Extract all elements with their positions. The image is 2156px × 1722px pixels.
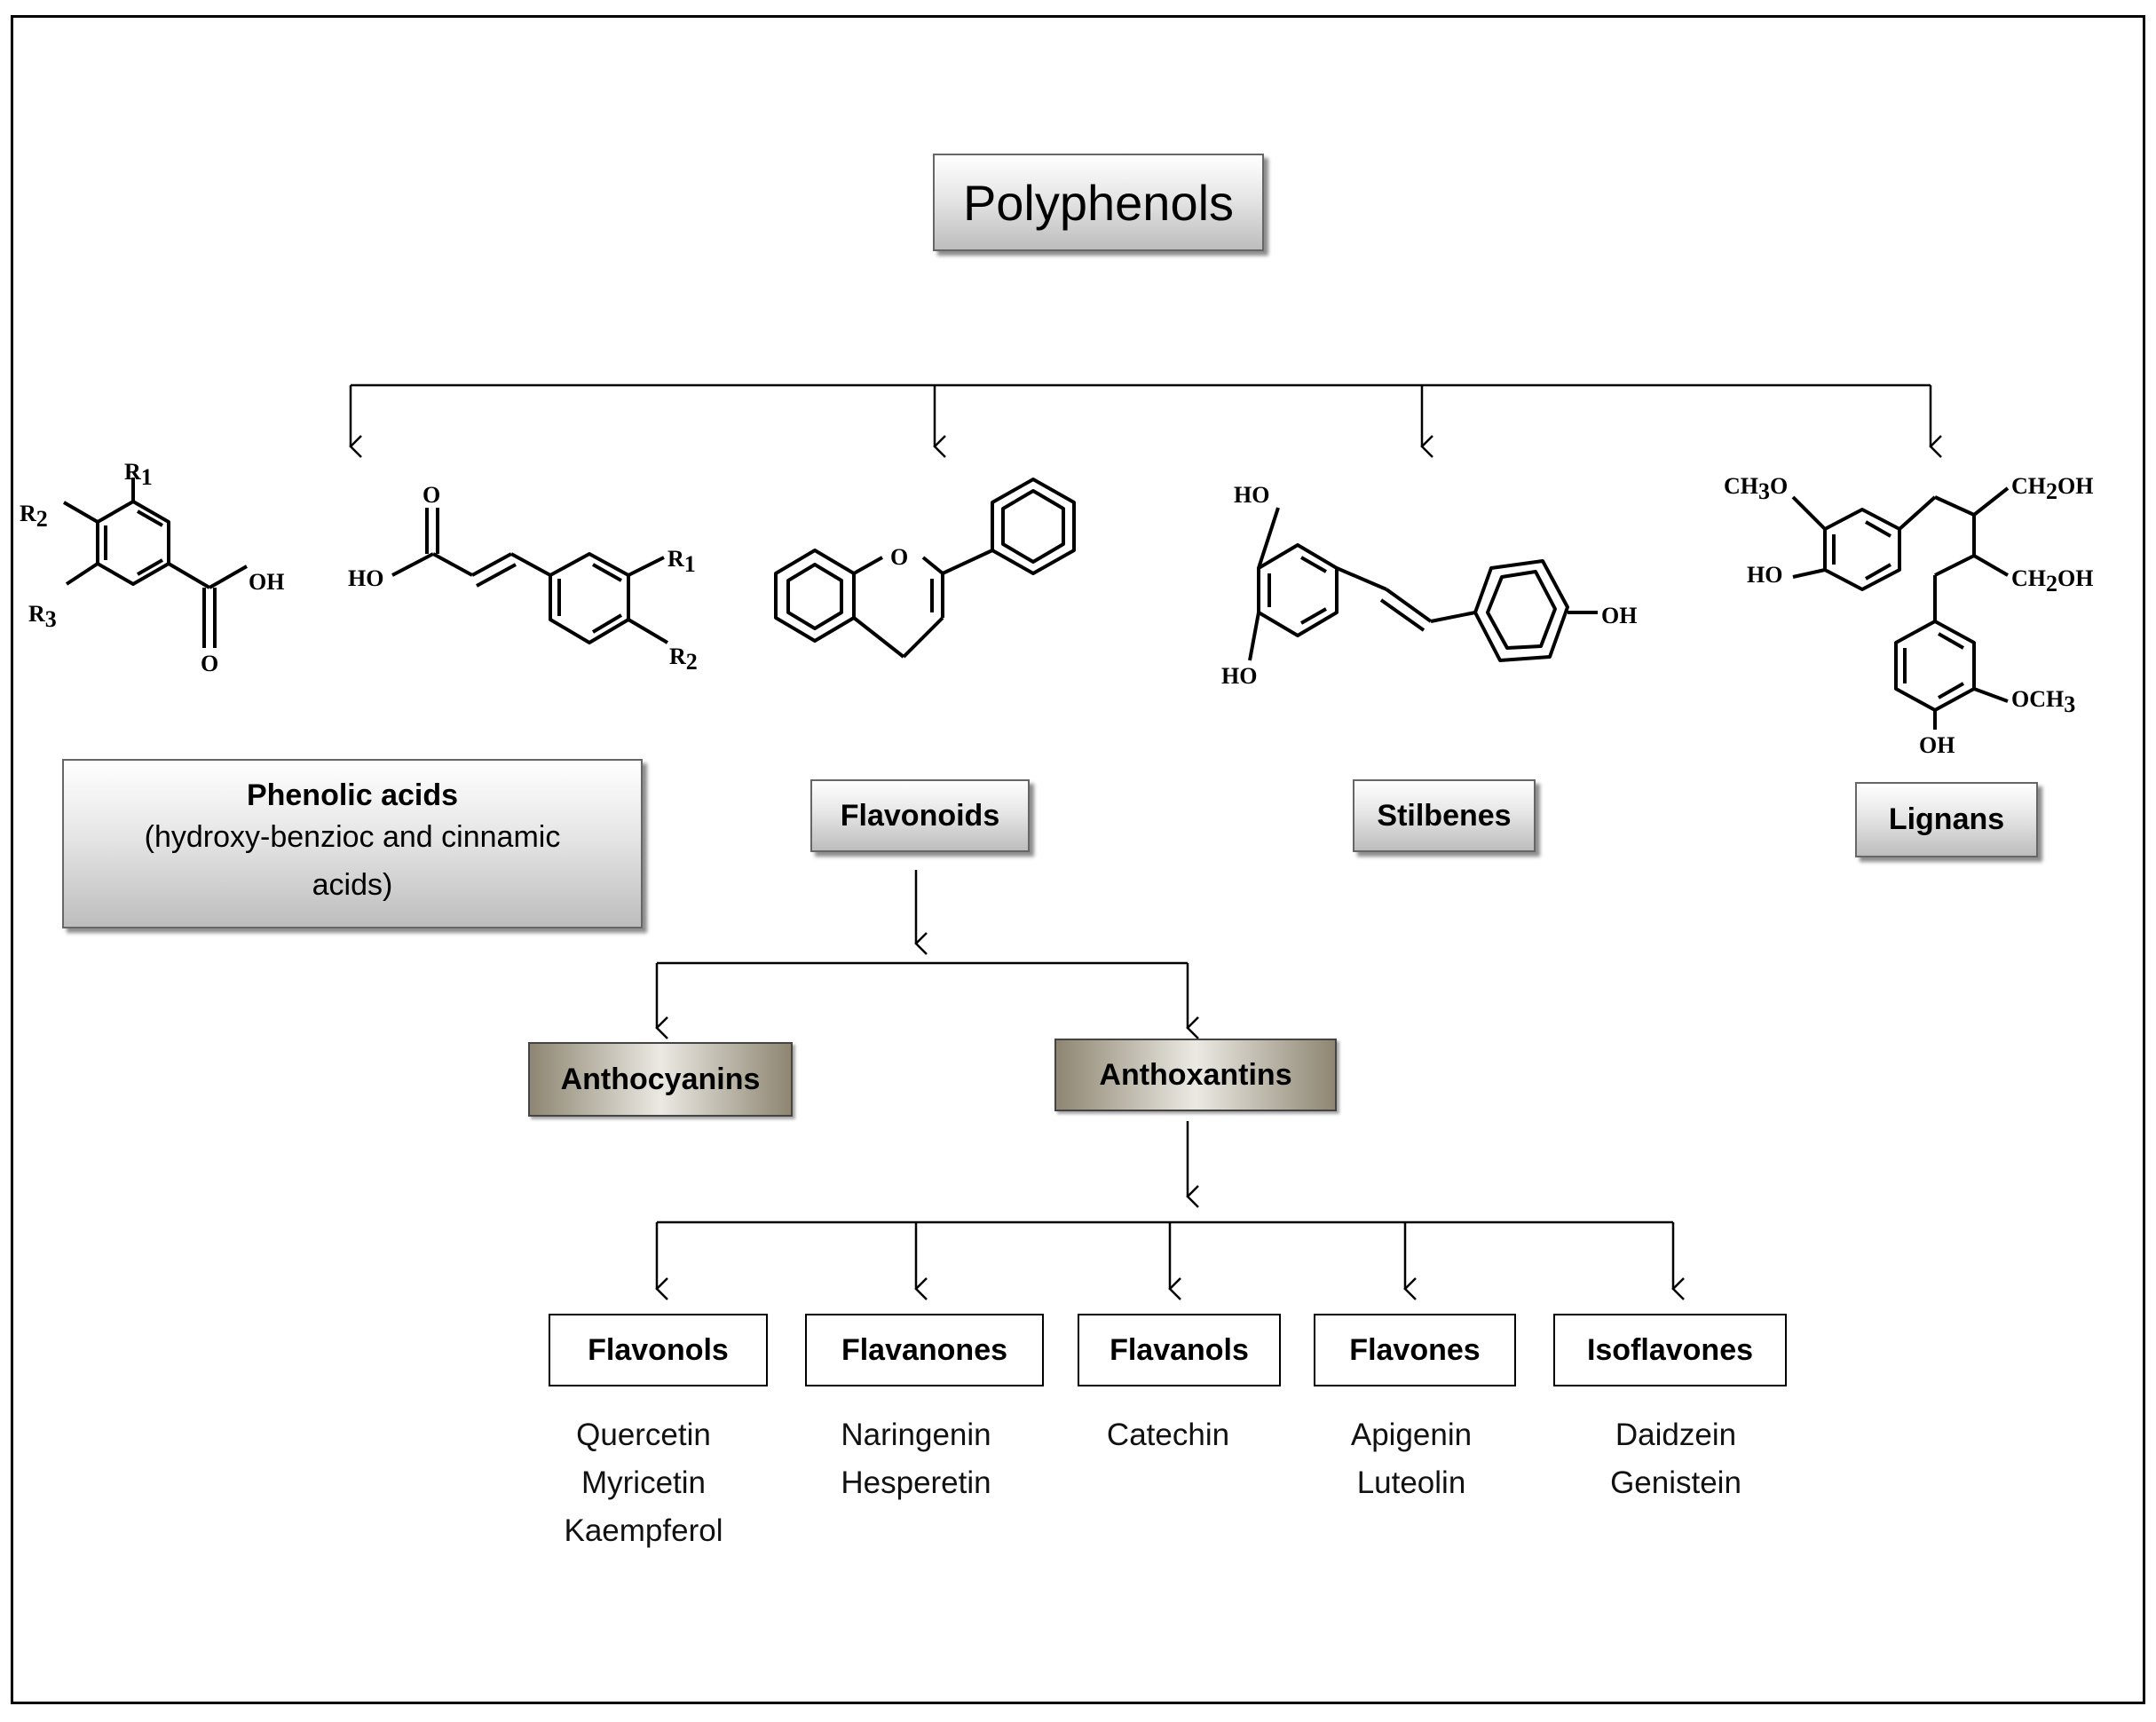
stilbene-oh: OH: [1601, 603, 1637, 628]
flavanones-box: Flavanones: [805, 1314, 1044, 1386]
benzoic-oh: OH: [249, 569, 284, 595]
example-apigenin: Apigenin: [1350, 1418, 1473, 1452]
stilbenes-label: Stilbenes: [1377, 798, 1512, 833]
flavanones-label: Flavanones: [841, 1332, 1008, 1367]
stilbenes-box: Stilbenes: [1353, 779, 1536, 852]
svg-text:CH2OH: CH2OH: [2011, 565, 2093, 596]
flavones-box: Flavones: [1314, 1314, 1516, 1386]
benzoic-acid-structure: R1 R2 R3 OH O: [20, 459, 284, 676]
svg-text:CH2OH: CH2OH: [2011, 473, 2093, 504]
anthocyanins-box: Anthocyanins: [528, 1042, 793, 1117]
flavones-examples: Apigenin Luteolin: [1300, 1411, 1522, 1507]
flavanols-box: Flavanols: [1078, 1314, 1281, 1386]
lignan-structure: CH3O HO CH2OH CH2OH OCH3 OH: [1724, 473, 2093, 758]
root-label: Polyphenols: [962, 174, 1235, 231]
isoflavones-examples: Daidzein Genistein: [1565, 1411, 1787, 1507]
phenolic-acids-label: Phenolic acids: [246, 778, 459, 812]
lignans-label: Lignans: [1888, 802, 2005, 836]
example-naringenin: Naringenin: [841, 1418, 991, 1452]
svg-text:CH3O: CH3O: [1724, 473, 1788, 504]
lignan-oh: OH: [1919, 732, 1955, 758]
isoflavones-label: Isoflavones: [1586, 1332, 1754, 1367]
anthoxantins-label: Anthoxantins: [1099, 1057, 1292, 1092]
phenolic-acids-description: (hydroxy-benzioc and cinnamic acids): [144, 820, 561, 902]
benzoic-r1: R: [124, 459, 141, 485]
anthoxantins-box: Anthoxantins: [1054, 1039, 1337, 1111]
svg-text:R1: R1: [667, 546, 696, 577]
lignan-ho: HO: [1747, 562, 1782, 588]
svg-text:R3: R3: [28, 601, 57, 632]
flavanones-examples: Naringenin Hesperetin: [805, 1411, 1027, 1507]
flavonols-box: Flavonols: [549, 1314, 768, 1386]
phenolic-acids-box: Phenolic acids (hydroxy-benzioc and cinn…: [62, 759, 643, 928]
anthoxantins-connector: [655, 1121, 1685, 1300]
flavanols-label: Flavanols: [1110, 1332, 1249, 1367]
example-kaempferol: Kaempferol: [564, 1513, 723, 1548]
svg-text:OCH3: OCH3: [2011, 686, 2075, 717]
lignans-box: Lignans: [1855, 782, 2038, 857]
root-polyphenols-box: Polyphenols: [933, 154, 1264, 251]
cinnamic-o: O: [423, 482, 440, 508]
example-daidzein: Daidzein: [1615, 1418, 1737, 1452]
stilbene-ho-top: HO: [1234, 482, 1269, 508]
anthocyanins-label: Anthocyanins: [560, 1062, 761, 1096]
flavonoid-structure: O: [774, 478, 1076, 659]
flavonoids-box: Flavonoids: [810, 779, 1030, 852]
example-quercetin: Quercetin: [576, 1418, 711, 1452]
top-connector: [349, 383, 1942, 458]
svg-text:R1: R1: [124, 459, 153, 490]
flavonoid-connector: [655, 870, 1199, 1039]
flavonols-label: Flavonols: [588, 1332, 729, 1367]
cinnamic-ho: HO: [348, 565, 383, 591]
svg-text:R2: R2: [669, 644, 698, 675]
isoflavones-box: Isoflavones: [1553, 1314, 1787, 1386]
flavones-label: Flavones: [1349, 1332, 1481, 1367]
example-myricetin: Myricetin: [580, 1465, 707, 1500]
flavonols-examples: Quercetin Myricetin Kaempferol: [533, 1411, 754, 1555]
flavonoid-o: O: [890, 544, 908, 570]
diagram-frame: [11, 15, 2145, 1704]
flavanols-examples: Catechin: [1057, 1411, 1279, 1459]
stilbene-structure: HO HO OH: [1221, 482, 1637, 689]
example-hesperetin: Hesperetin: [841, 1465, 991, 1500]
cinnamic-acid-structure: HO O R1 R2: [348, 482, 698, 675]
flavonoids-label: Flavonoids: [840, 798, 1000, 833]
example-catechin: Catechin: [1106, 1418, 1230, 1452]
example-luteolin: Luteolin: [1356, 1465, 1466, 1500]
example-genistein: Genistein: [1610, 1465, 1741, 1500]
svg-text:R2: R2: [20, 501, 48, 532]
stilbene-ho-bottom: HO: [1221, 663, 1257, 689]
benzoic-o: O: [201, 651, 218, 676]
